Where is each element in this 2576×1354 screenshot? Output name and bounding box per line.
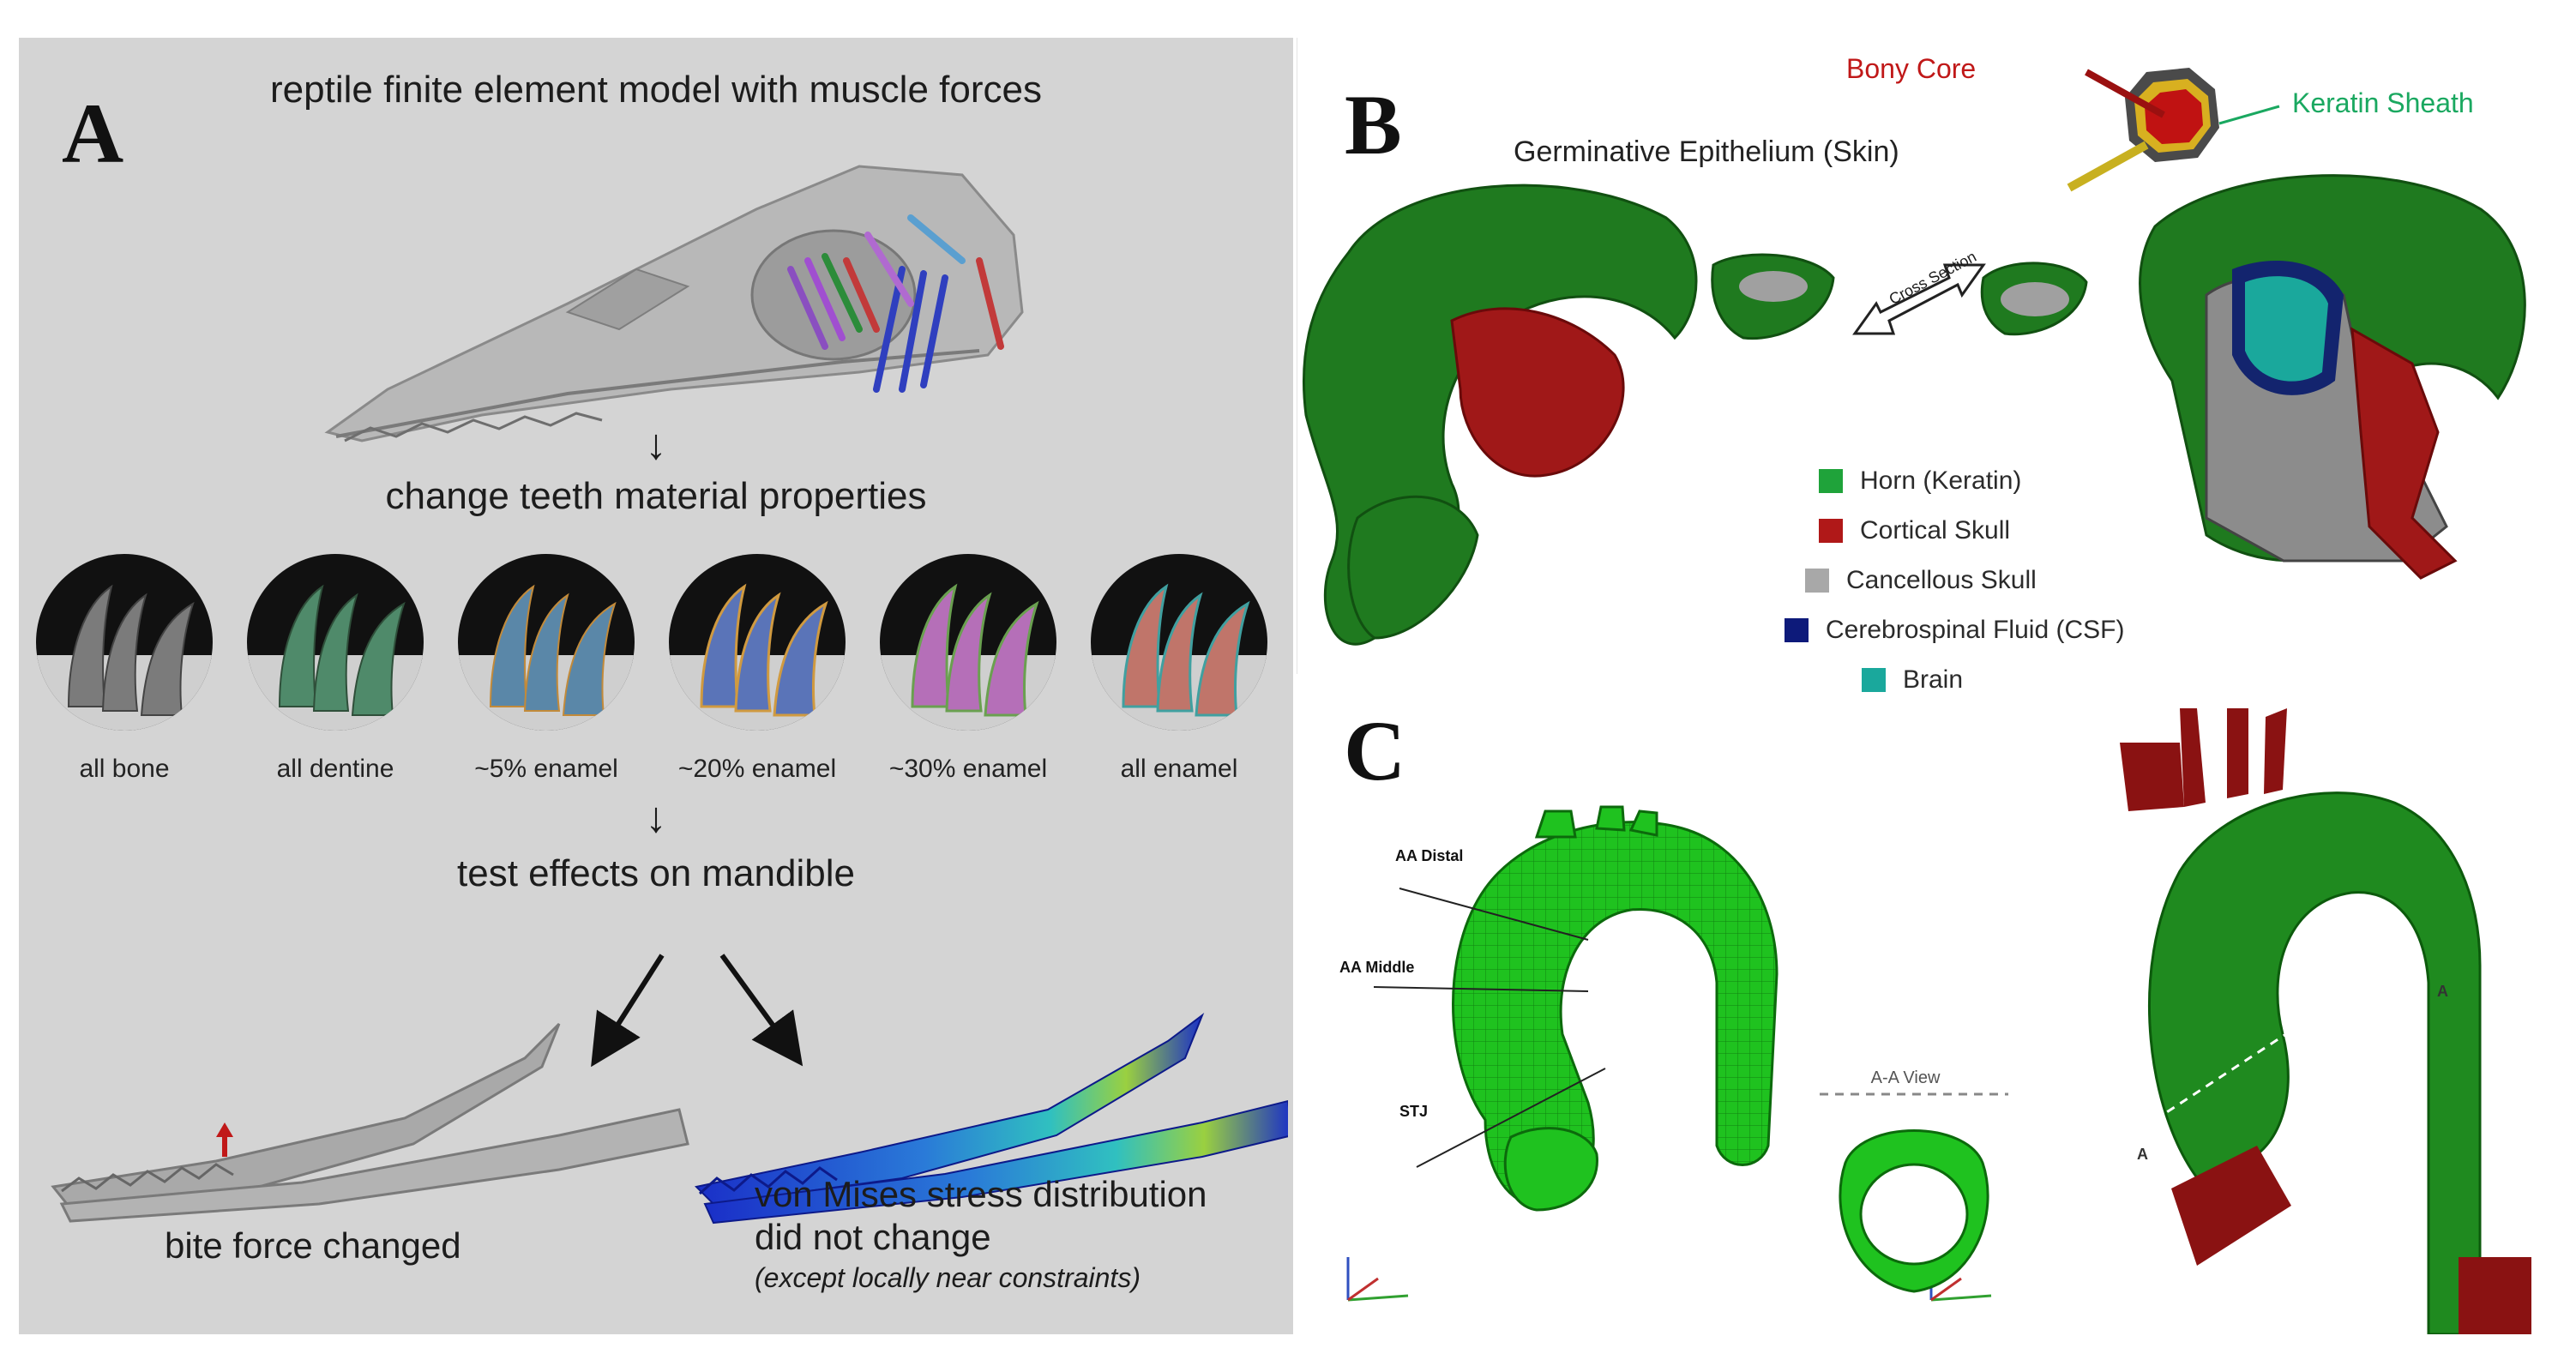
panel-a-label: A xyxy=(62,86,124,181)
legend-label: Cortical Skull xyxy=(1860,516,2011,545)
reptile-skull-model xyxy=(324,165,1024,442)
germinative-label: Germinative Epithelium (Skin) xyxy=(1514,135,1899,168)
result-stress-line2: did not change xyxy=(755,1217,991,1257)
tooth-circle-5pct xyxy=(458,554,635,731)
legend-item: Cerebrospinal Fluid (CSF) xyxy=(1785,616,2124,645)
branch-arrows-icon xyxy=(591,954,803,1067)
tooth-circle xyxy=(456,552,636,732)
tooth-label: ~30% enamel xyxy=(888,755,1048,783)
step-test-mandible: test effects on mandible xyxy=(457,852,855,894)
legend-item: Horn (Keratin) xyxy=(1819,466,2124,496)
keratin-sheath-label: Keratin Sheath xyxy=(2292,87,2474,118)
legend-swatch xyxy=(1862,668,1886,692)
tooth-label: all bone xyxy=(79,755,170,783)
tooth-circle-dentine xyxy=(247,554,424,731)
legend-label: Cerebrospinal Fluid (CSF) xyxy=(1826,616,2125,644)
legend-label: Horn (Keratin) xyxy=(1860,466,2022,495)
tooth-circle-enamel xyxy=(1091,554,1267,731)
panel-b: B Bony Core Keratin Sheath Germinative E… xyxy=(1297,38,2558,694)
legend-item: Cancellous Skull xyxy=(1805,566,2124,595)
legend-swatch xyxy=(1819,469,1843,493)
tooth-circle-20pct xyxy=(669,554,846,731)
tooth-circle xyxy=(34,552,214,732)
aorta-mesh-left xyxy=(1373,805,1779,1212)
result-stress-note: (except locally near constraints) xyxy=(755,1262,1141,1293)
tooth-circle xyxy=(878,552,1058,732)
teeth-row xyxy=(34,552,1278,749)
axis-triad-icon xyxy=(1346,1257,1409,1302)
aa-distal-label: AA Distal xyxy=(1395,847,1464,864)
panel-c: C AA Distal AA Middle STJ A-A View xyxy=(1297,708,2557,1334)
panel-c-label: C xyxy=(1344,703,1406,798)
a-left-label: A xyxy=(2137,1146,2148,1163)
result-bite-force: bite force changed xyxy=(165,1225,461,1266)
aa-middle-label: AA Middle xyxy=(1339,959,1415,976)
tooth-circle-30pct xyxy=(880,554,1056,731)
tooth-label: ~20% enamel xyxy=(677,755,837,783)
legend-swatch xyxy=(1819,519,1843,543)
tooth-label: all dentine xyxy=(276,755,394,783)
tooth-label: all enamel xyxy=(1120,755,1238,783)
mandible-grey xyxy=(51,1022,689,1223)
legend-label: Brain xyxy=(1903,665,1964,694)
horn-models xyxy=(1303,174,2526,646)
down-arrow-icon: ↓ xyxy=(645,793,667,841)
legend-item: Brain xyxy=(1862,665,2124,695)
stj-label: STJ xyxy=(1399,1103,1429,1120)
tooth-circle xyxy=(667,552,847,732)
horn-cross-section-icon xyxy=(2067,68,2280,192)
aa-view-section xyxy=(1820,1092,2008,1293)
result-stress-line1: von Mises stress distribution xyxy=(755,1174,1207,1214)
step-change-teeth: change teeth material properties xyxy=(385,475,927,517)
bony-core-label: Bony Core xyxy=(1846,53,1977,84)
legend-b: Horn (Keratin) Cortical Skull Cancellous… xyxy=(1785,466,2124,695)
legend-label: Cancellous Skull xyxy=(1846,566,2037,594)
aa-view-label: A-A View xyxy=(1870,1068,1941,1087)
panel-a-title: reptile finite element model with muscle… xyxy=(270,69,1042,111)
panel-a: A reptile finite element model with musc… xyxy=(19,38,1293,1334)
legend-item: Cortical Skull xyxy=(1819,516,2124,545)
mandible-stress xyxy=(694,1013,1288,1225)
tooth-circle xyxy=(245,552,425,732)
legend-swatch xyxy=(1785,618,1809,642)
legend-swatch xyxy=(1805,569,1829,593)
down-arrow-icon: ↓ xyxy=(645,420,667,468)
tooth-circle-bone xyxy=(36,554,213,731)
panel-b-label: B xyxy=(1345,77,1402,172)
aorta-mesh-right xyxy=(2102,708,2531,1334)
tooth-label: ~5% enamel xyxy=(474,755,618,783)
a-top-label: A xyxy=(2437,983,2448,1000)
tooth-circle xyxy=(1089,552,1269,732)
